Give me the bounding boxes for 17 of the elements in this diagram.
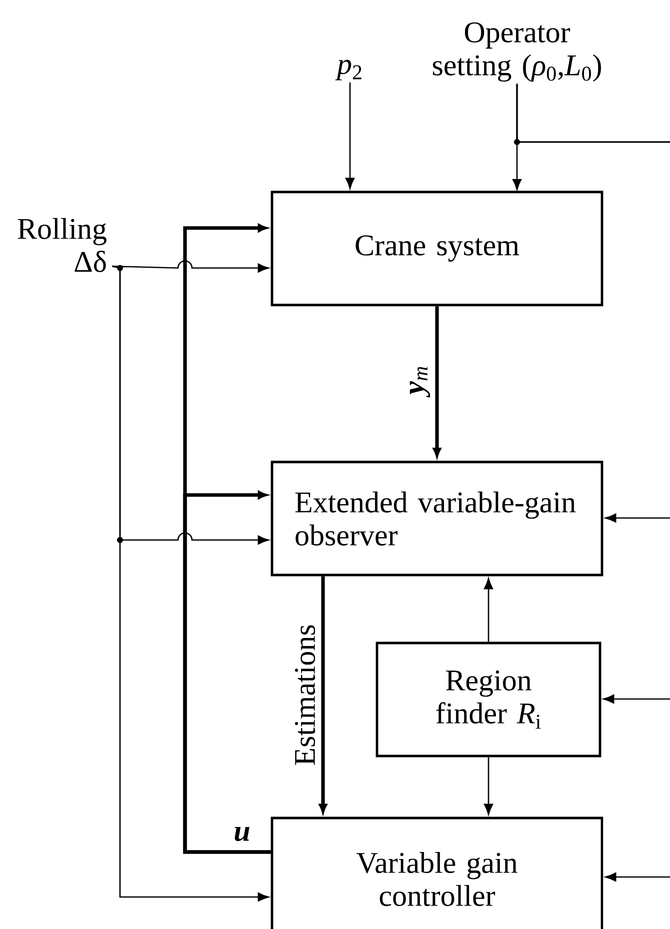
process-box: Extended variable-gain observer: [270, 460, 604, 576]
process-box: Region finder R$_{i}$: [376, 642, 602, 758]
arrow: [183, 491, 271, 854]
arrow: [516, 84, 670, 882]
process-box: Variable gain controller: [270, 816, 604, 929]
arrow: [346, 82, 354, 189]
input-label: Rolling Δδ: [18, 218, 106, 272]
edge-label: Estimations: [294, 623, 316, 767]
input-label: Operator setting (ρ$_{0}$,L$_{0}$): [432, 22, 601, 82]
arrow: [112, 266, 269, 902]
process-box: Crane system: [270, 190, 604, 306]
arrow: [112, 260, 269, 272]
arrow: [484, 757, 493, 815]
arrow: [484, 578, 493, 642]
edge-label: u: [232, 826, 252, 842]
input-label: p$_{2}$: [335, 60, 362, 80]
edge-label: y$_{m}$: [408, 364, 432, 398]
